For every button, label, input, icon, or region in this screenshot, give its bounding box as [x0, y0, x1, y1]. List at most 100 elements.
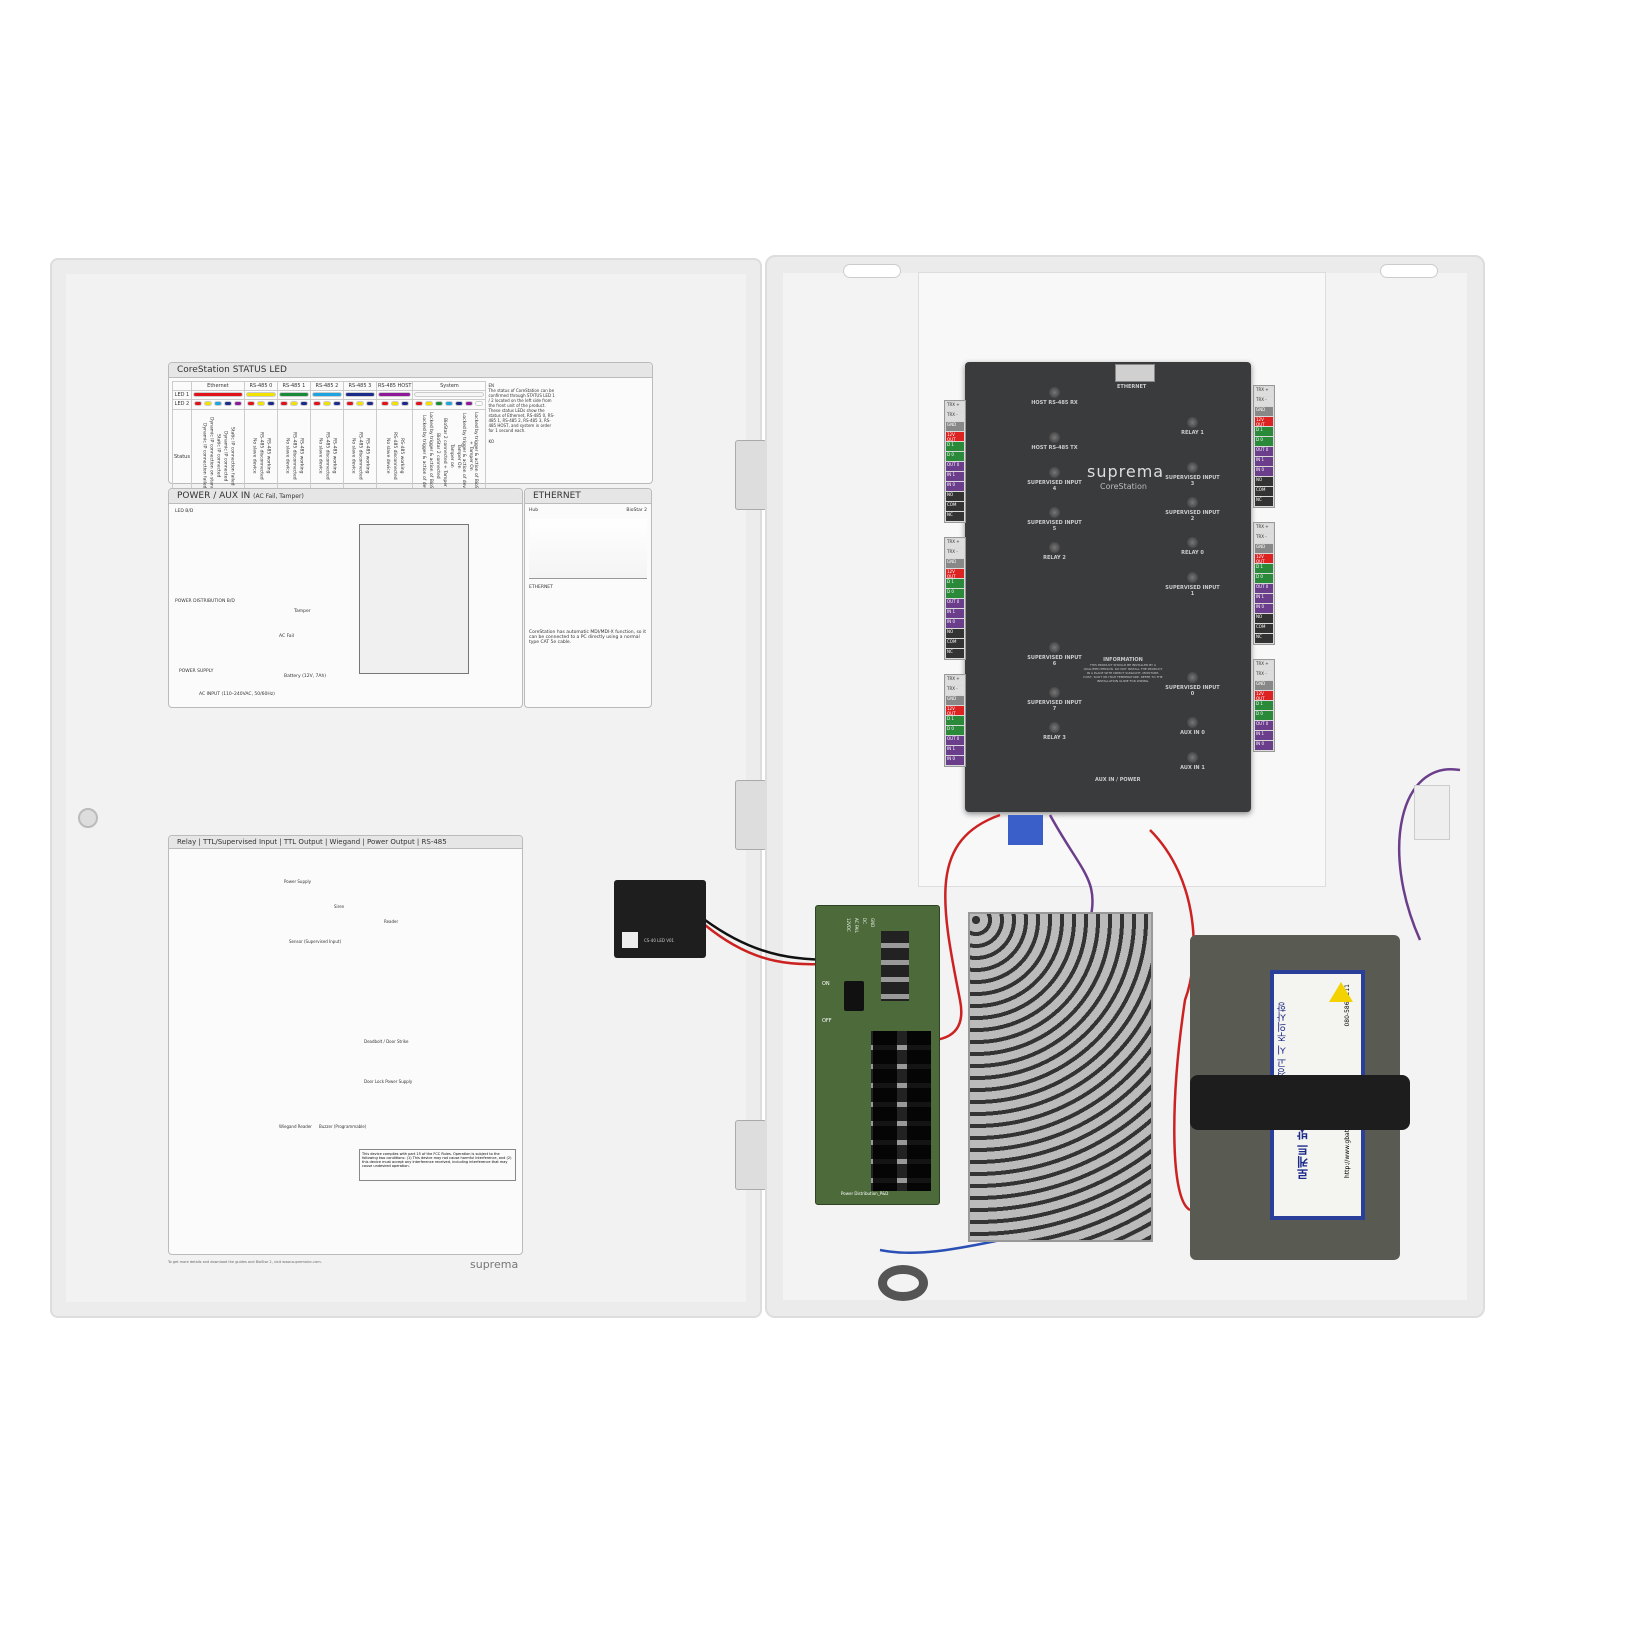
led-icon [1187, 497, 1198, 508]
terminal-label: GND [946, 696, 964, 705]
tamper-switch [1414, 785, 1450, 840]
led2-dot [465, 401, 474, 406]
terminal-label: IN 0 [946, 619, 964, 628]
status-text: RS-485 working [399, 438, 405, 474]
wire-purple [1048, 814, 1094, 921]
status-text: Static IP connected [215, 434, 221, 478]
led-label: HOST RS-485 RX [1031, 400, 1078, 406]
status-text: Dynamic IP connected [222, 430, 228, 482]
terminal-label: TRX + [946, 676, 964, 685]
status-text: Dynamic IP connection on standby [208, 416, 214, 496]
status-text: No slave device [251, 438, 257, 474]
led2-dot [246, 401, 255, 406]
wiring-diagram-label: Reader [384, 919, 399, 924]
mount-hole-left [843, 264, 901, 278]
terminal-label: OUT 0 [946, 599, 964, 608]
terminal-label: D 1 [946, 579, 964, 588]
wiring-diagram-label: Deadbolt / Door Strike [364, 1039, 409, 1044]
info-title: INFORMATION [1103, 657, 1143, 663]
terminal-label: TRX + [946, 402, 964, 411]
status-led: AUX IN 0 [1165, 717, 1220, 736]
terminal-label: 12V OUT [946, 706, 964, 716]
status-led: AUX IN 1 [1165, 752, 1220, 771]
power-distribution-board: ON OFF 12VDC AC FAIL DC GND Power Distri… [815, 905, 940, 1205]
terminal-label: COM [946, 502, 964, 511]
pdb-dc-label: DC [862, 918, 867, 924]
power-supply-unit [968, 912, 1153, 1242]
led-icon [1049, 687, 1060, 698]
status-led: SUPERVISED INPUT 2 [1165, 497, 1220, 522]
status-led: SUPERVISED INPUT 3 [1165, 462, 1220, 487]
power-diagram-label: LED B/D [175, 509, 194, 514]
pdb-gnd-label: GND [870, 918, 875, 928]
status-text: Locked by trigger & action of BioStar 2 … [467, 412, 478, 500]
power-diagram-label: Tamper [294, 609, 311, 614]
terminal-label: OUT 0 [1255, 447, 1273, 456]
status-text: BioStar 2 connected [434, 433, 440, 479]
terminal-label: D 0 [946, 726, 964, 735]
terminal-label: D 1 [1255, 701, 1273, 710]
terminal-label: D 0 [946, 452, 964, 461]
terminal-label: TRX - [946, 549, 964, 558]
terminal-label: NO [946, 629, 964, 638]
power-switch[interactable] [844, 981, 864, 1011]
ethernet-port-label: ETHERNET [529, 585, 553, 590]
status-led: RELAY 3 [1027, 722, 1082, 741]
ethernet-port[interactable] [1115, 364, 1155, 382]
power-diagram-label: AC INPUT (110–240VAC, 50/60Hz) [199, 692, 275, 697]
terminal-label: TRX + [1255, 661, 1273, 670]
led2-dot [203, 401, 212, 406]
led2-dot [345, 401, 354, 406]
note-en: The status of CoreStation can be confirm… [488, 388, 555, 433]
hinge-top [735, 440, 767, 510]
note-ko-label: KO [488, 439, 495, 444]
led1-bar [414, 392, 485, 397]
power-diagram-label: POWER SUPPLY [179, 669, 214, 674]
led-icon [1049, 432, 1060, 443]
status-text: Static IP connection failed [229, 426, 235, 486]
status-text: RS-485 working [364, 438, 370, 474]
led1-bar [245, 392, 276, 397]
wire-red-battery [1149, 829, 1195, 1212]
terminal-label: TRX + [946, 539, 964, 548]
led2-dot [279, 401, 288, 406]
terminal-label: D 0 [1255, 437, 1273, 446]
status-led: HOST RS-485 RX [1027, 387, 1082, 406]
led2-dot [365, 401, 374, 406]
ferrite-core [878, 1265, 928, 1301]
wiring-diagram-label: Wiegand Reader [279, 1124, 312, 1129]
led2-dot [312, 401, 321, 406]
led-label: SUPERVISED INPUT 6 [1027, 655, 1082, 667]
status-led-title: CoreStation STATUS LED [169, 363, 652, 378]
biostar-label: BioStar 2 [626, 508, 647, 513]
terminal-label: TRX - [1255, 397, 1273, 406]
led-label: SUPERVISED INPUT 1 [1165, 585, 1220, 597]
footer-text: To get more details and download the gui… [168, 1260, 322, 1264]
led-icon [1049, 467, 1060, 478]
led-label: SUPERVISED INPUT 0 [1165, 685, 1220, 697]
led2-dot [322, 401, 331, 406]
led1-bar [278, 392, 309, 397]
status-text: Tamper on [448, 444, 454, 468]
led-label: SUPERVISED INPUT 3 [1165, 475, 1220, 487]
status-led: SUPERVISED INPUT 5 [1027, 507, 1082, 532]
led2-dot [425, 401, 434, 406]
status-text: RS-485 working [265, 438, 271, 474]
terminal-label: D 1 [1255, 564, 1273, 573]
led2-dot [266, 401, 275, 406]
pdb-terminal-outputs [871, 1031, 931, 1191]
terminal-label: NO [946, 492, 964, 501]
status-led: SUPERVISED INPUT 7 [1027, 687, 1082, 712]
led-icon [1049, 387, 1060, 398]
led2-dot [299, 401, 308, 406]
terminal-label: 12V OUT [1255, 691, 1273, 701]
led2-dot [193, 401, 202, 406]
led2-dot [400, 401, 409, 406]
corestation-board: ETHERNET suprema CoreStation HOST RS-485… [965, 362, 1251, 812]
